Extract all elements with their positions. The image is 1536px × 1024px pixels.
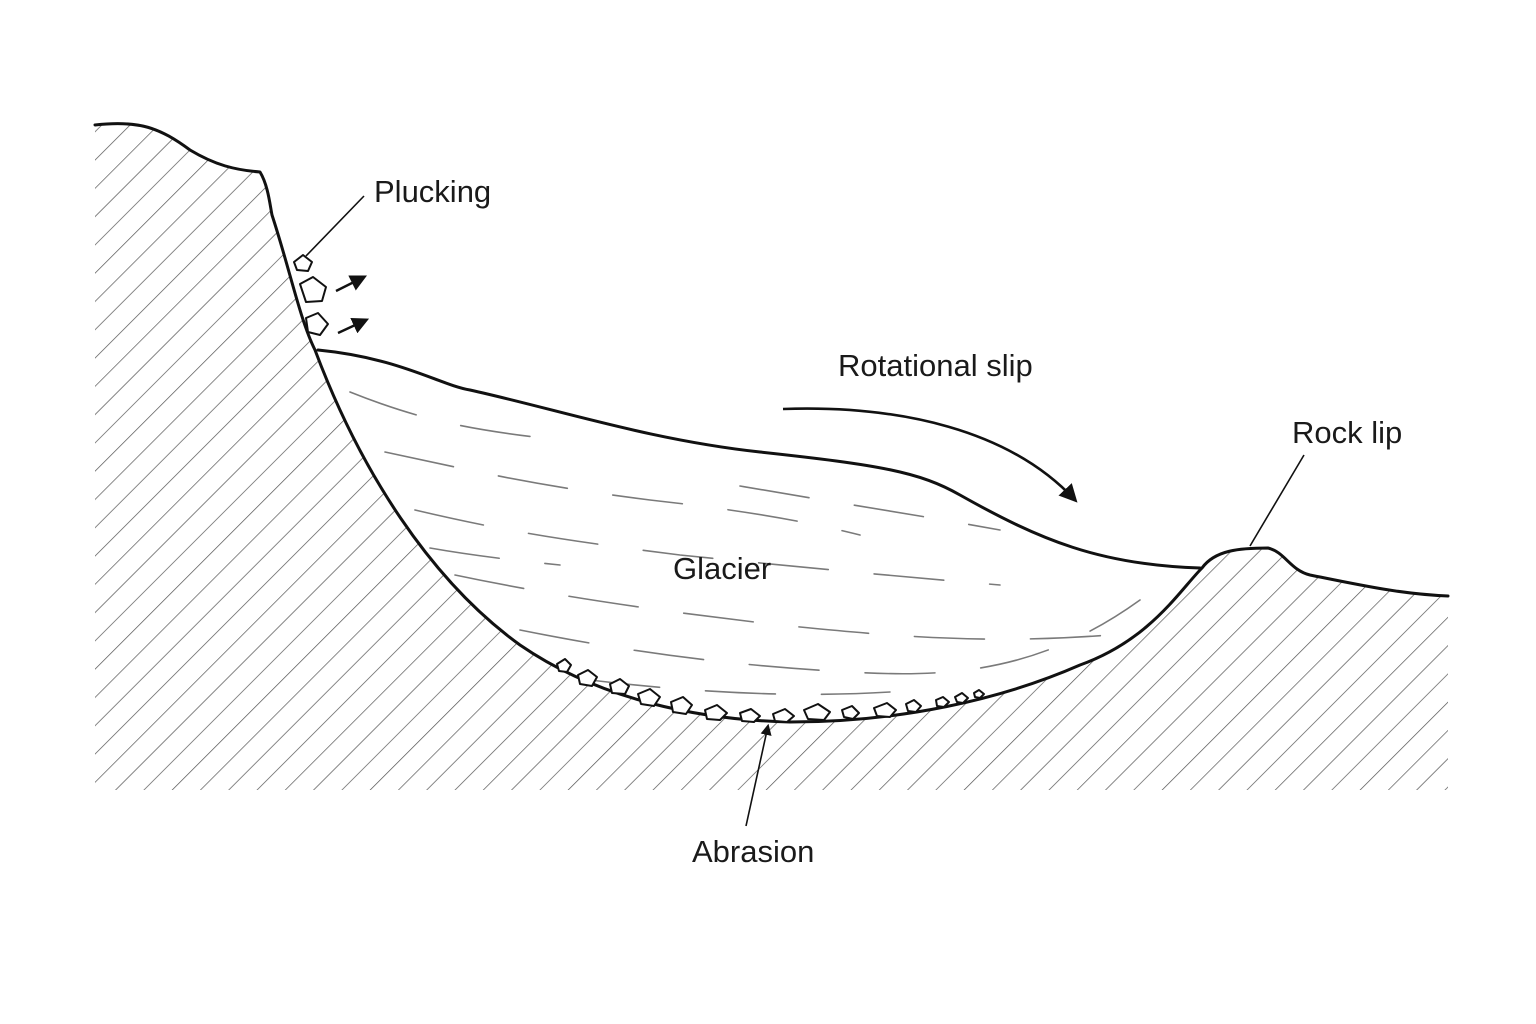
plucked-rock-fragments <box>293 254 329 336</box>
label-rock-lip: Rock lip <box>1292 415 1402 450</box>
label-glacier: Glacier <box>673 551 771 586</box>
rotational-slip-arrow <box>782 407 1078 503</box>
glacier-surface-outline <box>316 348 1202 570</box>
plucking-leader-line <box>305 195 365 257</box>
label-plucking: Plucking <box>374 174 491 209</box>
abrasion-leader-line <box>745 723 772 827</box>
label-abrasion: Abrasion <box>692 834 814 869</box>
rock-lip-leader-line <box>1249 454 1305 547</box>
bedrock-hatched-area <box>95 123 1448 791</box>
abrasion-debris <box>556 658 985 723</box>
label-rotational-slip: Rotational slip <box>838 348 1033 383</box>
plucking-arrows <box>335 275 370 335</box>
ice-flow-lines <box>349 391 1141 696</box>
glacier-ice-body <box>318 350 1200 722</box>
